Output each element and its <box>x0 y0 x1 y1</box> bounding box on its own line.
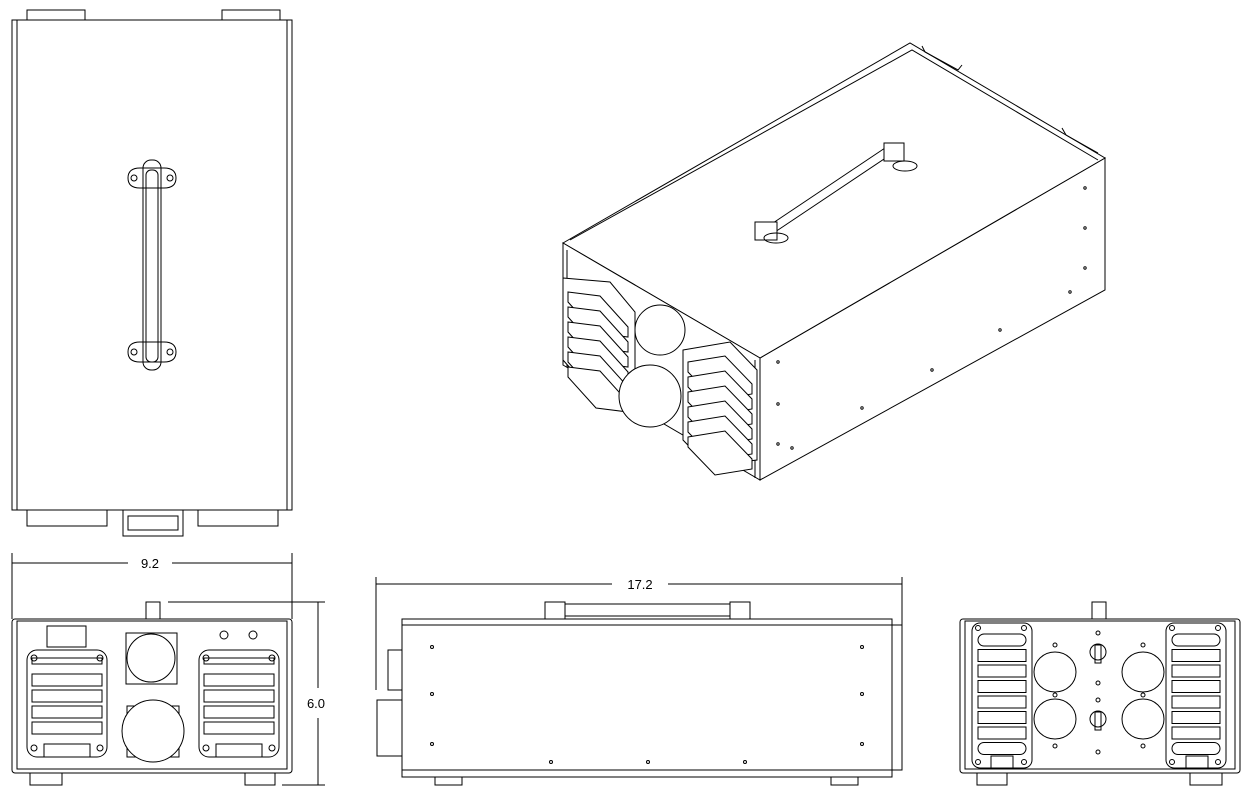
screw-hole <box>860 692 864 696</box>
screw-hole <box>1095 680 1101 686</box>
vent-slat <box>1171 726 1221 740</box>
outlet <box>1033 698 1077 740</box>
screw-hole <box>1083 266 1087 270</box>
mount-hole <box>96 654 104 662</box>
screw-hole <box>776 360 780 364</box>
vent-slat <box>203 689 275 703</box>
screw-hole <box>1052 692 1058 698</box>
screw-hole <box>1068 290 1072 294</box>
vent-slat <box>203 721 275 735</box>
vent-slat <box>31 657 103 665</box>
vent-slat <box>977 726 1027 740</box>
screw-hole <box>1140 743 1146 749</box>
screw-hole <box>930 368 934 372</box>
mount-hole <box>1169 625 1175 631</box>
vent-slat <box>977 649 1027 662</box>
mount-hole <box>1021 625 1027 631</box>
length-dimension-label: 17.2 <box>627 577 652 592</box>
vent-slat <box>977 680 1027 693</box>
width-dimension-label: 9.2 <box>141 556 159 571</box>
height-dimension-label: 6.0 <box>307 696 325 711</box>
isometric-view <box>562 42 1106 481</box>
mount-hole <box>1021 759 1027 765</box>
mount-hole <box>30 744 38 752</box>
screw-hole <box>1095 697 1101 703</box>
screw-hole <box>430 692 434 696</box>
top-view <box>11 9 293 537</box>
screw-hole <box>430 645 434 649</box>
vent-slat <box>1171 680 1221 693</box>
screw-hole <box>1052 743 1058 749</box>
vent-slat <box>1171 664 1221 678</box>
screw-hole <box>1095 749 1101 755</box>
screw-hole <box>860 406 864 410</box>
iso-large-receptacle <box>618 364 682 428</box>
handle-top <box>127 159 177 371</box>
iso-small-receptacle <box>634 304 686 356</box>
vent-slat <box>977 711 1027 724</box>
screw-hole <box>1052 642 1058 648</box>
mount-hole <box>96 744 104 752</box>
vent-slat <box>977 664 1027 678</box>
screw-hole <box>430 742 434 746</box>
vent-slat <box>977 695 1027 709</box>
screw-hole <box>1140 692 1146 698</box>
vent-slat <box>1171 649 1221 662</box>
screw-hole <box>743 760 747 764</box>
vent-slat <box>31 673 103 687</box>
outlet <box>1121 698 1165 740</box>
side-view: 17.2 <box>375 577 903 786</box>
screw-hole <box>998 328 1002 332</box>
screw-hole <box>1095 630 1101 636</box>
mount-hole <box>1169 759 1175 765</box>
mount-hole <box>268 654 276 662</box>
mount-hole <box>975 625 981 631</box>
screw-hole <box>776 442 780 446</box>
screw-hole <box>1140 642 1146 648</box>
mount-hole <box>202 744 210 752</box>
toggle-switch <box>1089 643 1107 731</box>
iso-handle <box>754 142 918 244</box>
vent-slat <box>31 689 103 703</box>
vent-slat <box>1171 711 1221 724</box>
screw-hole <box>1083 186 1087 190</box>
screw-hole <box>860 742 864 746</box>
vent-slat <box>1171 695 1221 709</box>
screw-hole <box>549 760 553 764</box>
vent-slat <box>1171 742 1221 755</box>
rear-view <box>959 601 1241 786</box>
front-view: 9.2 6.0 <box>11 553 325 786</box>
vent-slat <box>1171 633 1221 647</box>
vent-slat <box>203 705 275 719</box>
vent-slat <box>687 430 753 476</box>
mount-hole <box>202 654 210 662</box>
screw-hole <box>646 760 650 764</box>
outlet <box>1121 651 1165 693</box>
screw-hole <box>776 402 780 406</box>
vent-slat <box>31 705 103 719</box>
vent-slat <box>203 673 275 687</box>
outlet <box>1033 651 1077 693</box>
mount-hole <box>1215 759 1221 765</box>
screw-hole <box>1083 226 1087 230</box>
mount-hole <box>975 759 981 765</box>
vent-slat <box>203 657 275 665</box>
vent-slat <box>977 742 1027 755</box>
screw-hole <box>790 446 794 450</box>
mount-hole <box>30 654 38 662</box>
vent-slat <box>31 721 103 735</box>
vent-slat <box>977 633 1027 647</box>
mount-hole <box>268 744 276 752</box>
screw-hole <box>860 645 864 649</box>
mount-hole <box>1215 625 1221 631</box>
